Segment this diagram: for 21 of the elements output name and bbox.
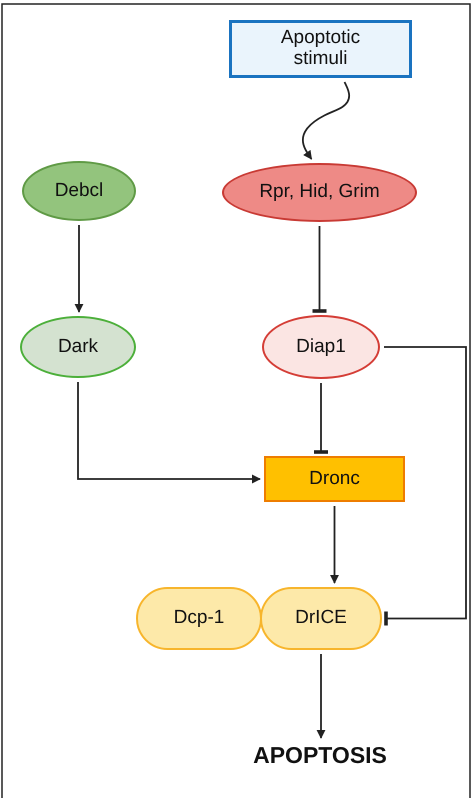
inhibition-line (312, 226, 327, 313)
node-label: Dronc (309, 468, 360, 490)
arrow (302, 82, 350, 160)
node-label: Diap1 (296, 336, 346, 358)
stimulus-box (229, 20, 412, 78)
node-label: Debcl (54, 180, 104, 202)
inhibition-line (384, 346, 467, 626)
arrow (316, 654, 326, 739)
caspase-pill (260, 587, 382, 650)
node-label: Dcp-1 (174, 608, 224, 629)
caspase-box (264, 456, 405, 502)
inhibition-line (314, 383, 328, 454)
node-label: Apoptotic stimuli (280, 28, 362, 70)
outcome-label: APOPTOSIS (253, 743, 387, 769)
arrow (77, 382, 261, 484)
arrow (330, 506, 339, 584)
arrow (74, 225, 84, 313)
node-label: Rpr, Hid, Grim (259, 182, 380, 203)
node-label: Dark (58, 336, 98, 358)
node-label: DrICE (295, 608, 347, 629)
caspase-pill (136, 587, 262, 650)
